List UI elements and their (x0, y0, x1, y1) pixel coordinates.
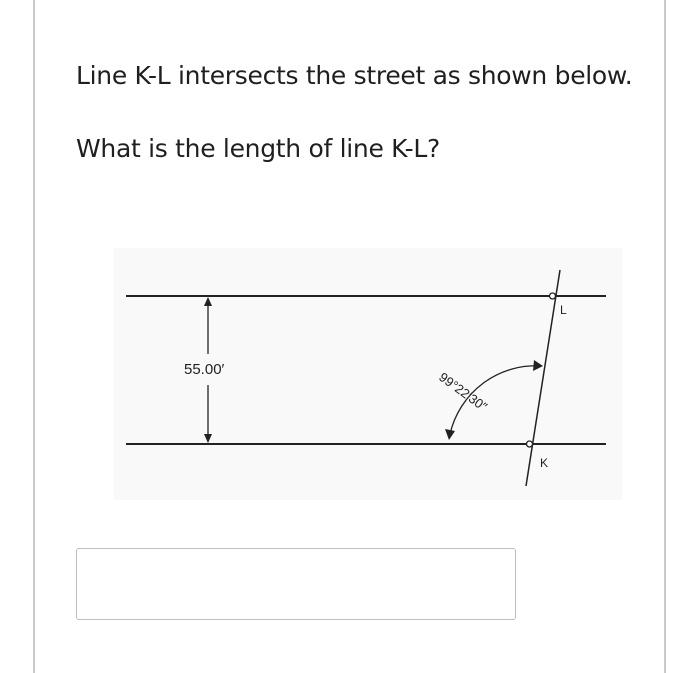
line-k-l (525, 269, 561, 487)
point-l-marker (548, 292, 557, 300)
width-dimension-label: 55.00′ (184, 361, 225, 378)
answer-input[interactable] (76, 548, 516, 620)
question-text: Line K-L intersects the street as shown … (76, 52, 636, 173)
question-statement: Line K-L intersects the street as shown … (76, 61, 633, 90)
point-k-marker (525, 440, 534, 448)
card-right-border (664, 0, 666, 673)
angle-arrow-end (533, 360, 543, 371)
angle-arc (449, 365, 543, 435)
angle-arrow-start (445, 429, 455, 440)
point-l-label: L (560, 303, 567, 317)
card-left-border (33, 0, 35, 673)
diagram-background (114, 248, 622, 500)
question-prompt: What is the length of line K-L? (76, 134, 440, 163)
width-dimension (204, 297, 212, 443)
street-diagram: 55.00′ 99°22′30″ L K (114, 248, 622, 500)
point-k-label: K (540, 456, 548, 470)
